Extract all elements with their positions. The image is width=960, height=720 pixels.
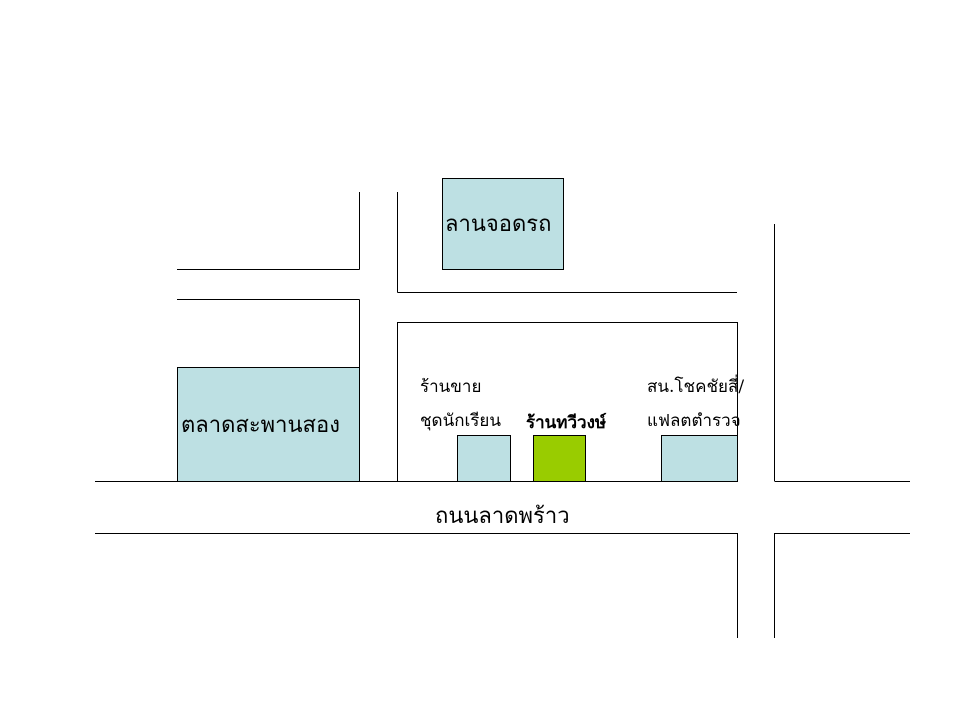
target-shop-label: ร้านทวีวงษ์ <box>526 412 607 433</box>
left-block <box>177 299 360 368</box>
market-building <box>177 367 360 482</box>
top-left-block <box>177 192 360 270</box>
uniform-shop-label-line2: ชุดนักเรียน <box>420 411 501 431</box>
main-road-label: ถนนลาดพร้าว <box>435 504 570 529</box>
uniform-shop-building <box>457 435 511 482</box>
parking-lot-label: ลานจอดรถ <box>445 212 551 237</box>
market-label: ตลาดสะพานสอง <box>181 413 340 438</box>
uniform-shop-label-line1: ร้านขาย <box>420 377 481 397</box>
road-edge <box>397 322 738 481</box>
parking-lot-building <box>442 178 564 270</box>
top-center-block <box>397 192 737 293</box>
center-block <box>397 322 738 481</box>
target-shop-building <box>533 435 586 482</box>
police-station-label-line1: สน.โชคชัยสี่/ <box>647 374 744 397</box>
police-station-building <box>661 435 738 482</box>
police-station-label-line2: แฟลตตำรวจ <box>647 411 741 431</box>
right-side-road <box>737 224 775 638</box>
